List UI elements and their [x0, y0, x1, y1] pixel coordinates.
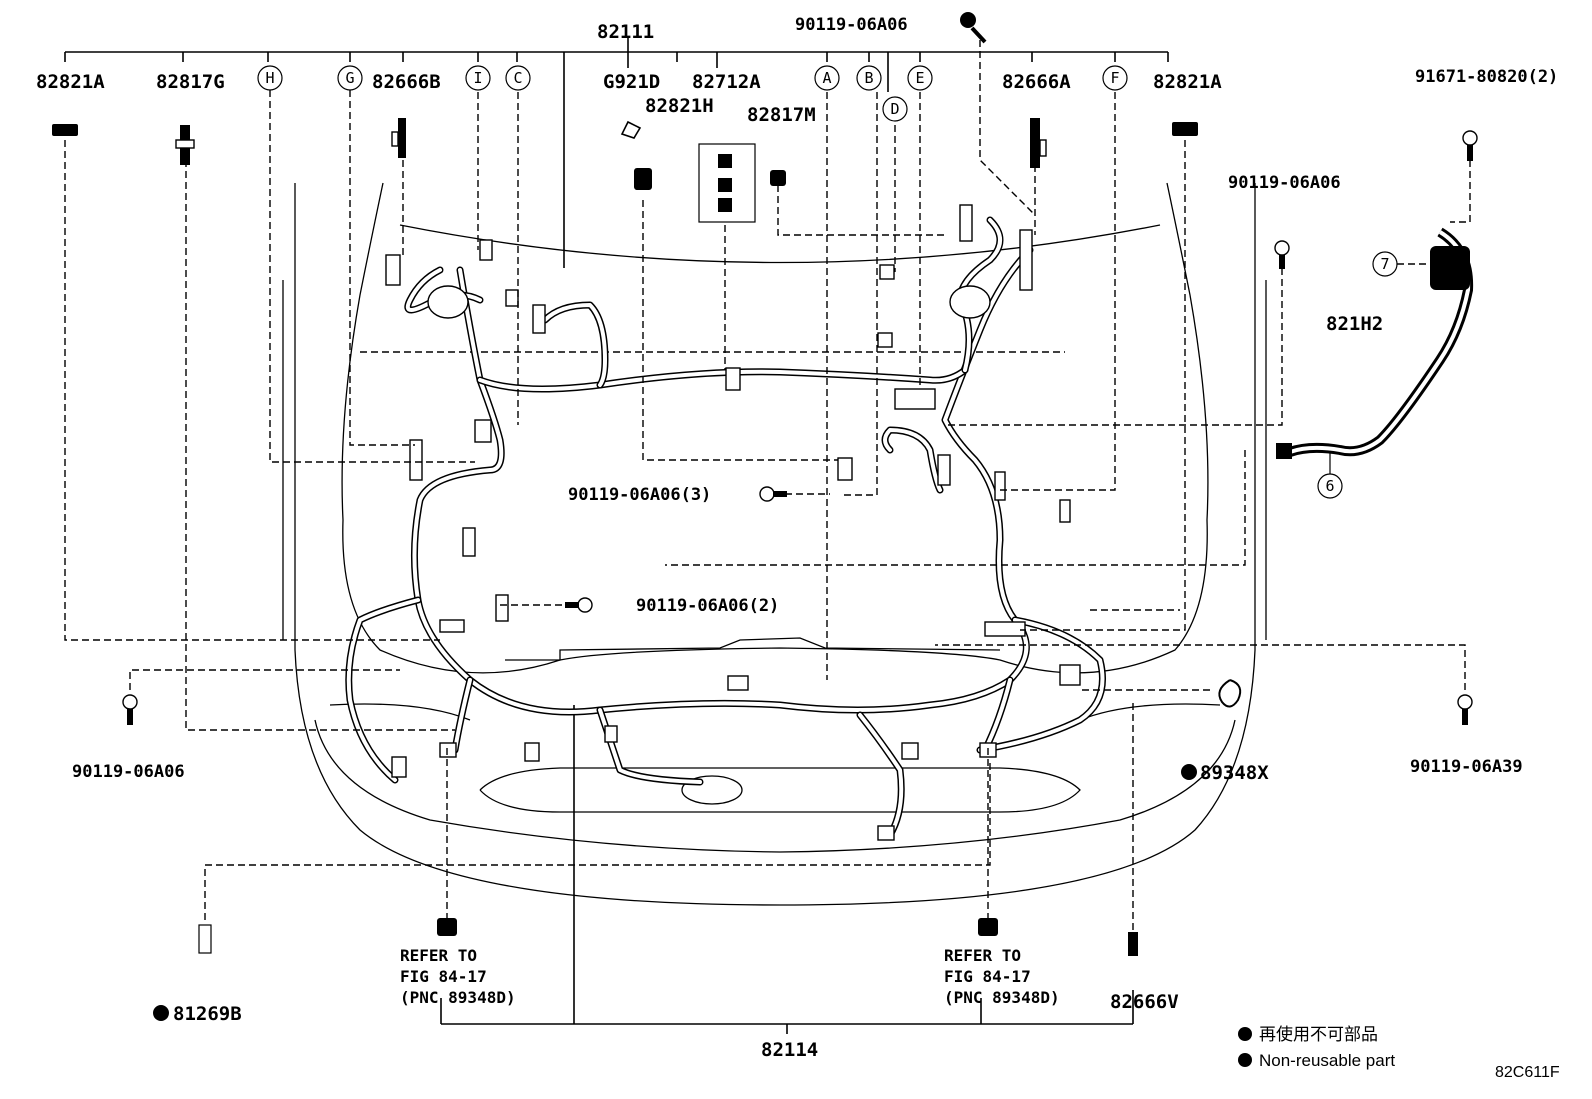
label-90119-right[interactable]: 90119-06A06 [1228, 173, 1341, 193]
terminal-82821A-right-icon[interactable] [1172, 122, 1198, 136]
legend: 再使用不可部品 Non-reusable part [1238, 1024, 1395, 1070]
svg-text:FIG 84-17: FIG 84-17 [400, 967, 487, 986]
label-90119-2[interactable]: 90119-06A06(2) [636, 596, 779, 616]
callout-6[interactable]: 6 [1317, 452, 1343, 499]
svg-text:H: H [265, 69, 274, 87]
label-81269B[interactable]: 81269B [153, 1003, 242, 1025]
label-82821H[interactable]: 82821H [645, 95, 714, 117]
svg-text:B: B [864, 69, 873, 87]
svg-text:I: I [473, 69, 482, 87]
svg-text:(PNC 89348D): (PNC 89348D) [944, 988, 1060, 1007]
svg-text:G: G [345, 69, 354, 87]
svg-text:(PNC 89348D): (PNC 89348D) [400, 988, 516, 1007]
label-82821A-left[interactable]: 82821A [36, 71, 105, 93]
diagram-code: 82C611F [1495, 1064, 1560, 1081]
label-82666B[interactable]: 82666B [372, 71, 441, 93]
svg-text:FIG 84-17: FIG 84-17 [944, 967, 1031, 986]
svg-text:7: 7 [1380, 255, 1389, 273]
label-82817G[interactable]: 82817G [156, 71, 225, 93]
bolt-90119-2-icon[interactable] [565, 597, 593, 613]
callout-7[interactable]: 7 [1372, 251, 1432, 277]
callouts: H G I C A B D E [257, 65, 1432, 499]
bracket-82666A-icon[interactable] [1030, 118, 1047, 168]
label-821H2[interactable]: 821H2 [1326, 313, 1383, 335]
bracket-82666B-icon[interactable] [391, 118, 406, 158]
label-90119-left[interactable]: 90119-06A06 [72, 762, 185, 782]
vehicle-body-outline [282, 182, 1267, 906]
part-labels: 82111 82821A 82817G 82666B G921D 82712A … [36, 15, 1558, 1061]
bolt-90119-left-icon[interactable] [122, 694, 138, 725]
label-89348X[interactable]: 89348X [1181, 762, 1269, 784]
terminal-82821H-icon[interactable] [634, 168, 652, 190]
callout-A[interactable]: A [814, 65, 840, 91]
svg-text:E: E [915, 69, 924, 87]
refer-note-left: REFER TO FIG 84-17 (PNC 89348D) [400, 946, 516, 1007]
refer-note-right: REFER TO FIG 84-17 (PNC 89348D) [944, 946, 1060, 1007]
clip-82817G-icon[interactable] [175, 125, 195, 165]
lamp-81269B-icon[interactable] [198, 924, 212, 954]
svg-text:A: A [822, 69, 831, 87]
label-82817M[interactable]: 82817M [747, 104, 816, 126]
clip-82817M-icon[interactable] [770, 170, 786, 186]
label-G921D[interactable]: G921D [603, 71, 660, 93]
svg-text:C: C [513, 69, 522, 87]
bracket-82666V-icon[interactable] [1128, 932, 1138, 956]
callout-F[interactable]: F [1102, 65, 1128, 91]
svg-text:REFER TO: REFER TO [944, 946, 1021, 965]
svg-text:F: F [1110, 69, 1119, 87]
cable-821H2-icon[interactable] [1276, 227, 1474, 459]
sensor-89348X-icon[interactable] [1218, 679, 1242, 708]
label-82666A[interactable]: 82666A [1002, 71, 1071, 93]
svg-text:81269B: 81269B [173, 1003, 242, 1025]
bottom-bracket [440, 705, 1134, 1034]
svg-text:D: D [890, 100, 899, 118]
callout-I[interactable]: I [465, 65, 491, 91]
non-reusable-dot-icon [1238, 1027, 1252, 1041]
callout-G[interactable]: G [337, 65, 363, 91]
label-82111[interactable]: 82111 [597, 21, 654, 43]
legend-en: Non-reusable part [1259, 1051, 1395, 1070]
callout-H[interactable]: H [257, 65, 283, 91]
top-bracket [64, 38, 1169, 268]
callout-C[interactable]: C [505, 65, 531, 91]
label-82821A-right[interactable]: 82821A [1153, 71, 1222, 93]
label-82666V[interactable]: 82666V [1110, 991, 1179, 1013]
svg-text:89348X: 89348X [1200, 762, 1269, 784]
fuse-box-82712A-icon[interactable] [698, 143, 756, 223]
label-90119-3[interactable]: 90119-06A06(3) [568, 485, 711, 505]
svg-text:REFER TO: REFER TO [400, 946, 477, 965]
bolt-91671-icon[interactable] [1462, 130, 1478, 161]
bolt-90119-3-icon[interactable] [759, 486, 787, 502]
clip-G921D-icon[interactable] [620, 120, 642, 139]
terminal-82821A-left-icon[interactable] [52, 124, 78, 136]
leader-lines [64, 40, 1471, 930]
callout-D[interactable]: D [882, 96, 908, 122]
sensor-refer-left-icon[interactable] [437, 918, 457, 936]
label-90119-06A39[interactable]: 90119-06A39 [1410, 757, 1523, 777]
bolt-90119-right-icon[interactable] [1274, 240, 1290, 269]
callout-B[interactable]: B [856, 65, 882, 91]
bolt-90119-06A39-icon[interactable] [1457, 694, 1473, 725]
callout-E[interactable]: E [907, 65, 933, 91]
svg-text:6: 6 [1325, 477, 1334, 495]
part-glyphs [52, 12, 1478, 956]
engine-wire-harness [345, 204, 1106, 841]
sensor-refer-right-icon[interactable] [978, 918, 998, 936]
label-91671[interactable]: 91671-80820(2) [1415, 67, 1558, 87]
label-82114[interactable]: 82114 [761, 1039, 818, 1061]
label-90119-top[interactable]: 90119-06A06 [795, 15, 908, 35]
bolt-90119-top-icon[interactable] [960, 12, 987, 44]
non-reusable-dot-icon [1238, 1053, 1252, 1067]
legend-jp: 再使用不可部品 [1259, 1024, 1378, 1044]
label-82712A[interactable]: 82712A [692, 71, 761, 93]
